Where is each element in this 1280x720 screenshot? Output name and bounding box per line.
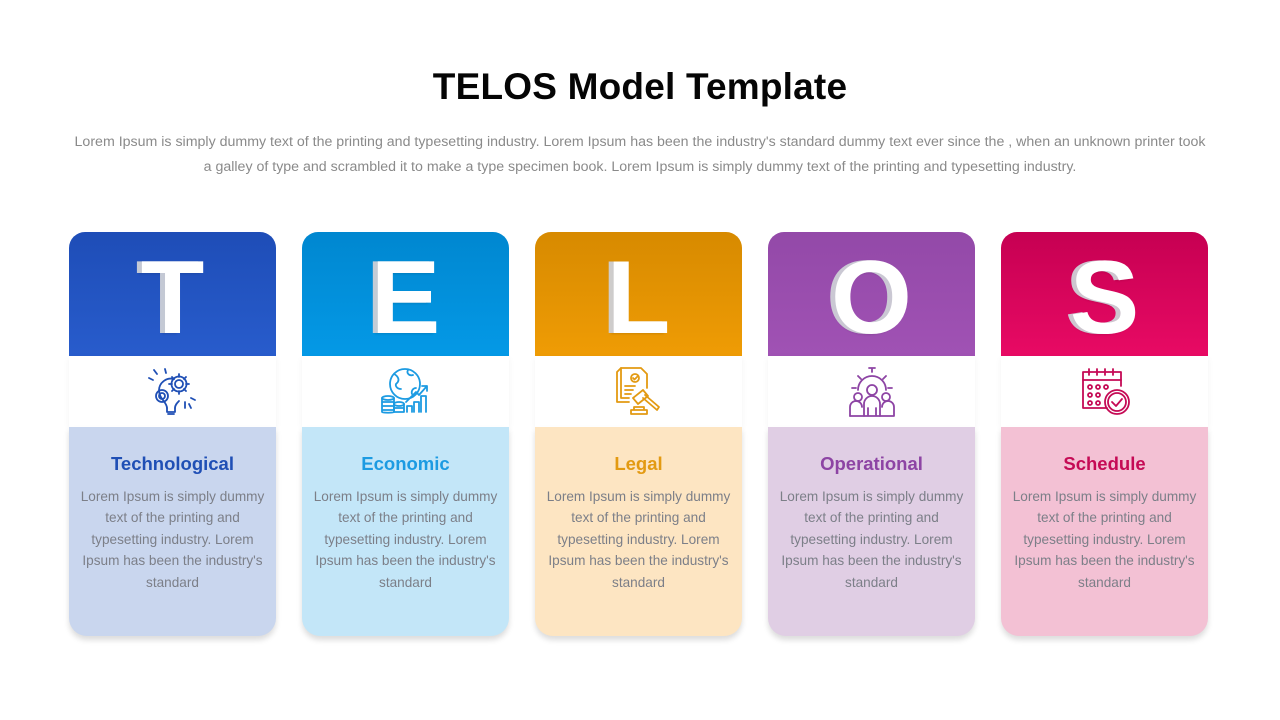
page-subtitle: Lorem Ipsum is simply dummy text of the … [74, 134, 1206, 175]
icon-band [768, 356, 975, 427]
description-card: Schedule Lorem Ipsum is simply dummy tex… [1001, 427, 1208, 636]
document-gavel-icon [611, 364, 667, 420]
icon-band [1001, 356, 1208, 427]
lightbulb-gears-icon [145, 364, 201, 420]
letter-header: L [535, 232, 742, 356]
icon-band [535, 356, 742, 427]
description-card: Economic Lorem Ipsum is simply dummy tex… [302, 427, 509, 636]
column-technological: T Technological Lorem Ipsum is simply [69, 232, 276, 636]
column-schedule: S Schedule Lorem Ipsum is simply dummy t… [1001, 232, 1208, 636]
column-description: Lorem Ipsum is simply dummy text of the … [1012, 489, 1197, 590]
column-description: Lorem Ipsum is simply dummy text of the … [80, 489, 265, 590]
globe-coins-growth-icon [378, 364, 434, 420]
letter-e: E [370, 240, 441, 356]
letter-s: S [1069, 240, 1140, 356]
letter-header: T [69, 232, 276, 356]
column-label: Legal [614, 453, 663, 474]
team-gear-icon [844, 364, 900, 420]
calendar-clock-icon [1077, 364, 1133, 420]
description-card: Operational Lorem Ipsum is simply dummy … [768, 427, 975, 636]
page-title: TELOS Model Template [432, 66, 848, 107]
description-card: Legal Lorem Ipsum is simply dummy text o… [535, 427, 742, 636]
column-label: Operational [820, 453, 923, 474]
column-label: Economic [361, 453, 450, 474]
letter-header: S [1001, 232, 1208, 356]
column-operational: O Operational Lorem Ipsum is simply d [768, 232, 975, 636]
icon-band [69, 356, 276, 427]
column-description: Lorem Ipsum is simply dummy text of the … [313, 489, 498, 590]
column-description: Lorem Ipsum is simply dummy text of the … [779, 489, 964, 590]
icon-band [302, 356, 509, 427]
letter-header: O [768, 232, 975, 356]
column-label: Technological [110, 453, 234, 474]
description-card: Technological Lorem Ipsum is simply dumm… [69, 427, 276, 636]
letter-t: T [140, 240, 205, 356]
telos-columns: T Technological Lorem Ipsum is simply [69, 232, 1209, 642]
letter-o: O [831, 240, 912, 356]
column-label: Schedule [1063, 453, 1146, 474]
column-legal: L Legal Lorem Ipsum is simply dummy text… [535, 232, 742, 636]
column-description: Lorem Ipsum is simply dummy text of the … [546, 489, 731, 590]
letter-header: E [302, 232, 509, 356]
letter-l: L [606, 240, 671, 356]
column-economic: E Economic Lorem Ipsum is simply dummy t… [302, 232, 509, 636]
